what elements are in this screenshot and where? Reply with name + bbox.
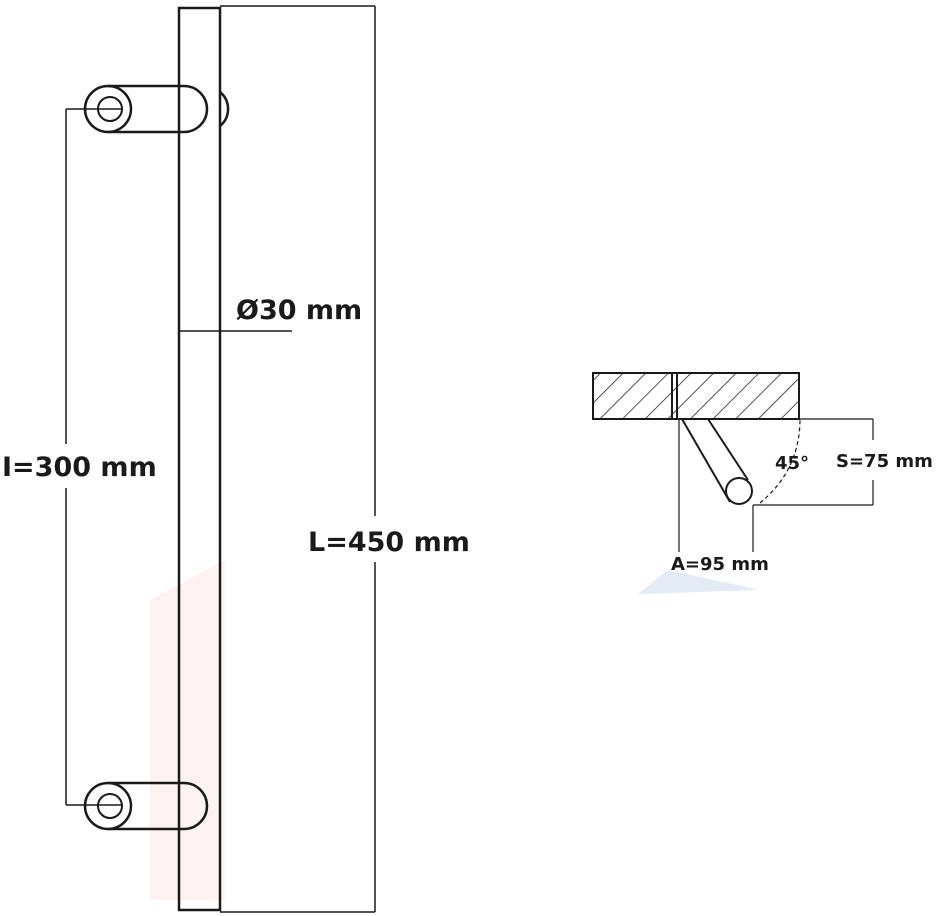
side-view: Ø30 mm I=300 mm L=450 mm	[2, 5, 470, 913]
door-section	[592, 372, 800, 420]
shadow-mark	[638, 570, 760, 594]
length-dimension	[220, 5, 376, 913]
bottom-standoff-end	[83, 781, 133, 831]
standoff-dimension	[677, 418, 874, 506]
handle-bar	[177, 6, 222, 912]
angle-arc	[759, 418, 801, 504]
detail-view: 45° S=75 mm A=95 mm	[592, 372, 933, 594]
spacing-label: I=300 mm	[2, 452, 157, 483]
diameter-label: Ø30 mm	[236, 295, 362, 326]
offset-dimension	[678, 419, 754, 552]
angle-label: 45°	[775, 453, 809, 474]
background-shading	[150, 560, 225, 900]
offset-label: A=95 mm	[671, 554, 769, 575]
length-label: L=450 mm	[308, 527, 470, 558]
angled-standoff	[681, 418, 753, 505]
bottom-standoff	[83, 781, 209, 831]
spacing-dimension	[65, 108, 122, 806]
detail-handle-section	[725, 477, 753, 505]
standoff-label: S=75 mm	[836, 451, 933, 472]
